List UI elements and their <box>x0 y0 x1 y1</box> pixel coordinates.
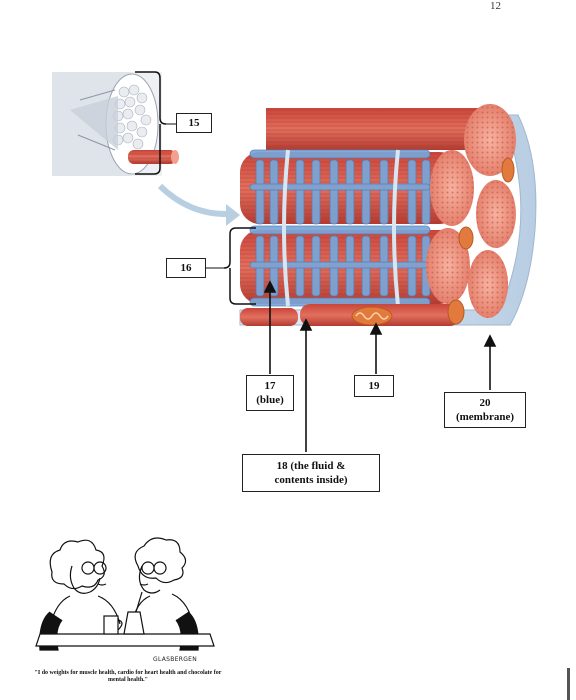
cartoon-signature: GLASBERGEN <box>153 656 198 663</box>
myofibril-back <box>266 104 516 176</box>
sarcolemma <box>239 114 537 326</box>
pointer-arrows <box>263 280 497 452</box>
label-15-text: 15 <box>188 117 200 129</box>
label-20-text: 20 (membrane) <box>455 397 515 423</box>
label-18: 18 (the fluid & contents inside) <box>242 454 380 492</box>
scrollbar[interactable] <box>567 668 570 700</box>
label-18-text: 18 (the fluid & contents inside) <box>274 460 348 486</box>
myofibril-ends <box>426 150 516 318</box>
cartoon-illustration <box>35 537 215 651</box>
label-16: 16 <box>166 258 206 278</box>
bracket-15 <box>135 71 167 175</box>
label-15: 15 <box>176 113 212 133</box>
label-19: 19 <box>354 375 394 397</box>
t-tubules <box>282 149 400 307</box>
page-number: 12 <box>490 0 501 12</box>
bracket-16 <box>223 227 256 305</box>
mitochondria <box>351 157 515 326</box>
muscle-bundle-inset <box>52 72 179 176</box>
label-16-text: 16 <box>180 262 192 274</box>
label-20: 20 (membrane) <box>444 392 526 428</box>
bottom-fibril <box>240 304 460 326</box>
label-17-text: 17 (blue) <box>256 380 284 406</box>
label-17: 17 (blue) <box>246 375 294 411</box>
label-19-text: 19 <box>368 380 380 392</box>
cartoon-caption: "I do weights for muscle health, cardio … <box>34 670 222 683</box>
zoom-arrow <box>157 183 229 218</box>
